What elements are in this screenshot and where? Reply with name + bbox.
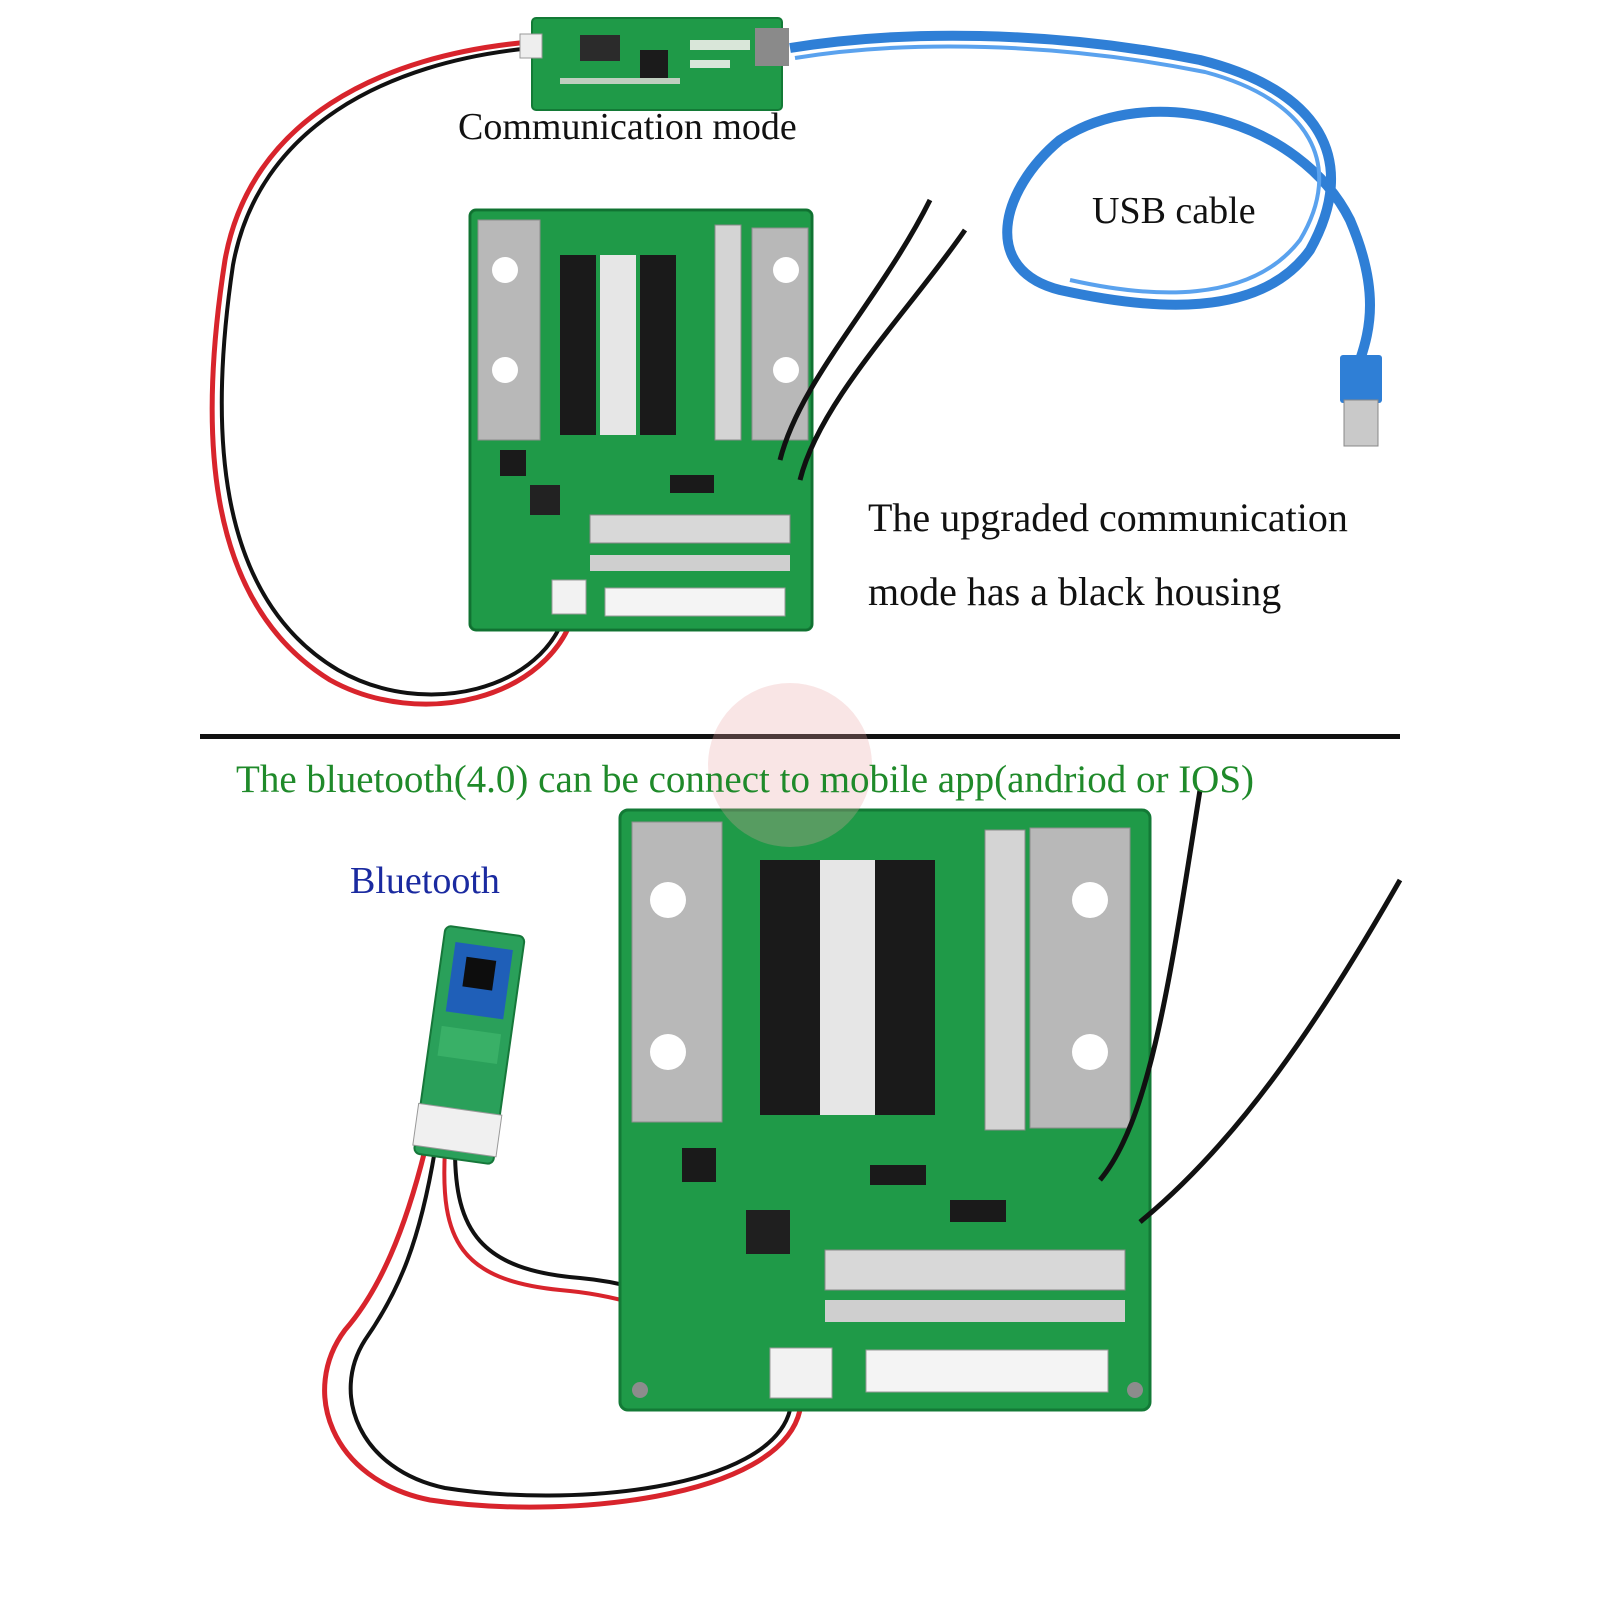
bottom-sensor-wire-2 bbox=[1138, 878, 1403, 1224]
watermark-seal bbox=[708, 683, 872, 847]
top-bms-board bbox=[468, 208, 814, 632]
bottom-sensor-wire-1 bbox=[1098, 789, 1203, 1182]
bluetooth-label: Bluetooth bbox=[350, 860, 500, 902]
bt-wire-red-1 bbox=[322, 1149, 803, 1510]
usb-cable-label: USB cable bbox=[1092, 190, 1256, 232]
bluetooth-info-label: The bluetooth(4.0) can be connect to mob… bbox=[236, 758, 1255, 801]
top-wire-black bbox=[219, 46, 568, 697]
bluetooth-module bbox=[412, 925, 526, 1165]
bottom-bms-board bbox=[618, 808, 1152, 1412]
communication-board bbox=[519, 17, 789, 111]
bt-wire-black-1 bbox=[348, 1149, 792, 1498]
usb-cable bbox=[789, 30, 1382, 447]
upgraded-note-line2: mode has a black housing bbox=[868, 569, 1282, 614]
top-sensor-wire-2 bbox=[797, 228, 968, 481]
communication-mode-label: Communication mode bbox=[458, 106, 797, 148]
top-sensor-wire-1 bbox=[777, 198, 933, 461]
section-divider bbox=[200, 734, 1400, 739]
top-wire-red bbox=[209, 39, 578, 707]
upgraded-note-line1: The upgraded communication bbox=[868, 495, 1348, 540]
